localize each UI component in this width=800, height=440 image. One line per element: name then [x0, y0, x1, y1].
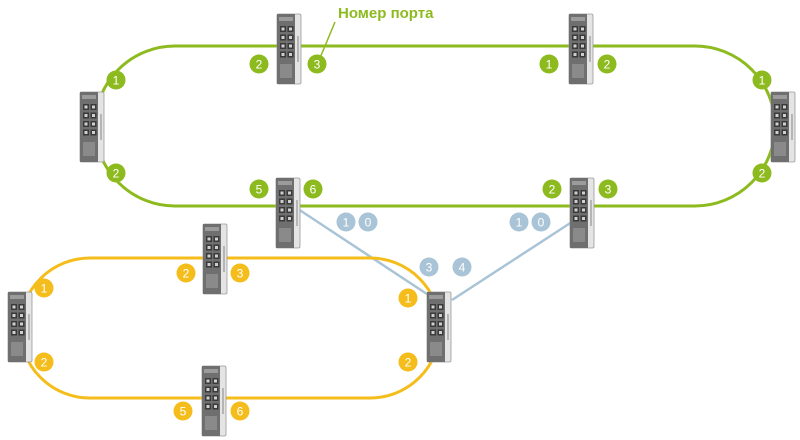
port-badge: 1	[106, 70, 126, 90]
port-badge: 6	[230, 401, 250, 421]
link-port-badge: 4	[452, 257, 472, 277]
switch-device	[202, 223, 228, 295]
link-port-badge: 1	[336, 212, 356, 232]
svg-text:3: 3	[314, 58, 321, 72]
svg-text:0: 0	[365, 216, 372, 230]
port-badges: 2 3 1 2 1 2 1 2 5 6 2 3 2 3 1 2 1 2 5 6 …	[34, 54, 772, 421]
port-badge: 1	[34, 278, 54, 298]
svg-text:1: 1	[405, 292, 412, 306]
svg-text:2: 2	[183, 267, 190, 281]
link-port-badge: 1	[509, 212, 529, 232]
svg-text:1: 1	[113, 74, 120, 88]
svg-text:2: 2	[256, 58, 263, 72]
link-port-badge: 0	[531, 212, 551, 232]
port-badge: 1	[398, 288, 418, 308]
port-badge: 6	[303, 179, 323, 199]
port-number-callout: Номер порта	[319, 5, 434, 59]
inter-ring-links	[291, 203, 579, 302]
switch-device	[770, 91, 796, 163]
port-badge: 3	[598, 179, 618, 199]
svg-text:1: 1	[41, 282, 48, 296]
yellow-ring	[18, 256, 442, 400]
switch-device	[569, 177, 595, 249]
green-ring	[93, 44, 777, 208]
callout-leader	[319, 21, 336, 59]
switch-device	[79, 91, 105, 163]
link-left	[291, 203, 437, 302]
port-badge: 2	[34, 352, 54, 372]
svg-text:1: 1	[516, 216, 523, 230]
svg-text:0: 0	[538, 216, 545, 230]
svg-text:5: 5	[256, 183, 263, 197]
svg-text:1: 1	[546, 58, 553, 72]
svg-text:2: 2	[759, 167, 766, 181]
switch-device	[426, 291, 452, 363]
svg-text:3: 3	[426, 261, 433, 275]
svg-text:2: 2	[113, 167, 120, 181]
switch-device	[7, 291, 33, 363]
svg-text:4: 4	[459, 261, 466, 275]
port-badge: 3	[230, 263, 250, 283]
port-badge: 2	[752, 163, 772, 183]
switch-device	[568, 13, 594, 85]
port-badge: 2	[597, 54, 617, 74]
switch-device	[275, 177, 301, 249]
port-badge: 1	[539, 54, 559, 74]
svg-text:2: 2	[549, 183, 556, 197]
svg-text:2: 2	[604, 58, 611, 72]
port-badge: 2	[542, 179, 562, 199]
svg-text:2: 2	[405, 356, 412, 370]
switch-device	[201, 365, 227, 437]
port-badge: 5	[173, 401, 193, 421]
callout-label: Номер порта	[338, 5, 434, 22]
svg-text:1: 1	[759, 74, 766, 88]
svg-text:3: 3	[237, 267, 244, 281]
port-badge: 1	[752, 70, 772, 90]
svg-text:1: 1	[343, 216, 350, 230]
link-port-badge: 3	[419, 257, 439, 277]
port-badge: 5	[249, 179, 269, 199]
port-badge: 2	[106, 163, 126, 183]
svg-text:2: 2	[41, 356, 48, 370]
link-port-badge: 0	[358, 212, 378, 232]
port-badge: 2	[176, 263, 196, 283]
svg-text:5: 5	[180, 405, 187, 419]
svg-text:6: 6	[237, 405, 244, 419]
switch-devices	[7, 13, 796, 437]
port-badge: 3	[307, 54, 327, 74]
port-badge: 2	[249, 54, 269, 74]
switch-device	[276, 13, 302, 85]
port-badge: 2	[398, 352, 418, 372]
svg-text:3: 3	[605, 183, 612, 197]
link-right	[451, 216, 579, 302]
svg-text:6: 6	[310, 183, 317, 197]
